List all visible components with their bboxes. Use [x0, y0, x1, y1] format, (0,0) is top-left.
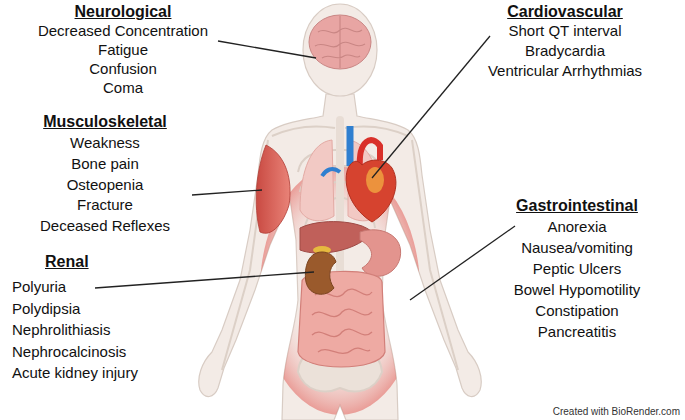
label-holder: Renal: [45, 253, 89, 271]
label-holder: Peptic Ulcers: [533, 260, 621, 278]
leader-line: [410, 226, 515, 300]
symptom-label: Decreased Concentration: [38, 22, 208, 40]
label-holder: Osteopenia: [67, 176, 144, 194]
label-holder: Deceased Reflexes: [40, 217, 170, 235]
label-holder: Neurological: [75, 3, 172, 21]
label-holder: Bone pain: [71, 155, 139, 173]
label-holder: Bowel Hypomotility: [514, 281, 641, 299]
symptom-label: Nephrocalcinosis: [12, 343, 126, 361]
arm-muscle: [256, 145, 290, 233]
symptom-label: Weakness: [70, 134, 140, 152]
body-outline: [199, 94, 482, 420]
symptom-label: Osteopenia: [67, 176, 144, 194]
skeleton: [222, 116, 458, 391]
symptom-label: Confusion: [89, 60, 157, 78]
symptom-label: Acute kidney injury: [12, 364, 138, 382]
symptom-label: Pancreatitis: [538, 323, 616, 341]
brain: [309, 15, 371, 69]
label-holder: Acute kidney injury: [12, 364, 138, 382]
label-holder: Constipation: [535, 302, 618, 320]
label-holder: Ventricular Arrhythmias: [488, 62, 642, 80]
label-holder: Fracture: [77, 196, 133, 214]
label-holder: Confusion: [89, 60, 157, 78]
system-heading: Renal: [45, 253, 89, 271]
symptom-label: Peptic Ulcers: [533, 260, 621, 278]
skull: [303, 4, 377, 96]
label-holder: Polydipsia: [12, 300, 80, 318]
symptom-label: Deceased Reflexes: [40, 217, 170, 235]
symptom-label: Anorexia: [547, 218, 606, 236]
symptom-label: Polyuria: [12, 278, 66, 296]
watermark: Created with BioRender.com: [553, 406, 680, 418]
symptom-label: Nephrolithiasis: [12, 321, 110, 339]
label-holder: Gastrointestinal: [516, 197, 638, 215]
label-holder: Anorexia: [547, 218, 606, 236]
system-heading: Musculoskeletal: [43, 113, 167, 131]
kidney: [305, 246, 336, 294]
label-holder: Nephrocalcinosis: [12, 343, 126, 361]
symptom-label: Bradycardia: [525, 42, 605, 60]
symptom-label: Coma: [103, 79, 143, 97]
stomach: [360, 230, 401, 276]
symptom-label: Ventricular Arrhythmias: [488, 62, 642, 80]
label-holder: Musculoskeletal: [43, 113, 167, 131]
symptom-label: Constipation: [535, 302, 618, 320]
heart: [322, 126, 396, 222]
symptom-label: Nausea/vomiting: [521, 239, 633, 257]
symptom-label: Fracture: [77, 196, 133, 214]
leader-line: [218, 41, 316, 58]
label-holder: Short QT interval: [508, 22, 621, 40]
label-holder: Pancreatitis: [538, 323, 616, 341]
label-holder: Fatigue: [98, 41, 148, 59]
symptom-label: Short QT interval: [508, 22, 621, 40]
system-heading: Cardiovascular: [507, 3, 623, 21]
symptom-label: Fatigue: [98, 41, 148, 59]
label-holder: Decreased Concentration: [38, 22, 208, 40]
symptom-label: Bowel Hypomotility: [514, 281, 641, 299]
system-heading: Neurological: [75, 3, 172, 21]
system-heading: Gastrointestinal: [516, 197, 638, 215]
label-holder: Coma: [103, 79, 143, 97]
leader-lines: [95, 36, 515, 300]
leader-line: [372, 36, 490, 178]
symptom-label: Bone pain: [71, 155, 139, 173]
leader-line: [95, 272, 314, 288]
label-holder: Nausea/vomiting: [521, 239, 633, 257]
label-holder: Polyuria: [12, 278, 66, 296]
symptom-label: Polydipsia: [12, 300, 80, 318]
label-holder: Cardiovascular: [507, 3, 623, 21]
leader-line: [192, 190, 262, 195]
label-holder: Weakness: [70, 134, 140, 152]
label-holder: Nephrolithiasis: [12, 321, 110, 339]
label-holder: Bradycardia: [525, 42, 605, 60]
label-holder: Created with BioRender.com: [553, 406, 680, 418]
